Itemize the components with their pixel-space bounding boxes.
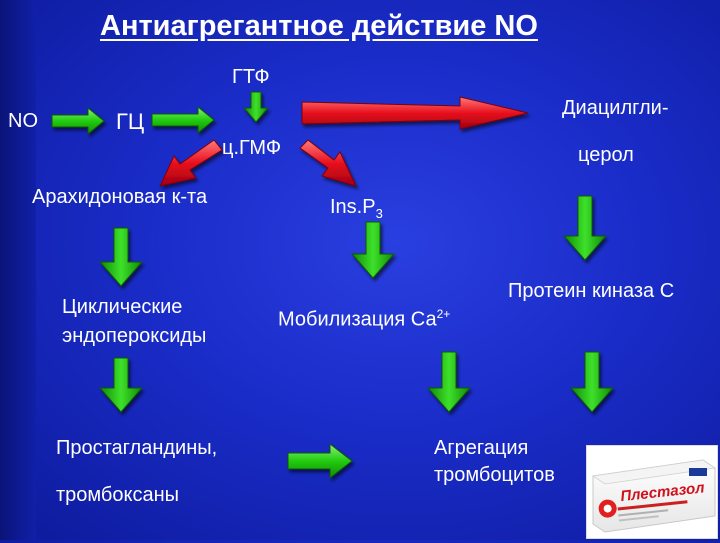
node-ip3: Ins.P3 xyxy=(330,196,383,221)
slide-title: Антиагрегантное действие NO xyxy=(100,10,538,42)
arrow-ip3-to-calcium xyxy=(350,221,396,279)
node-protein-kinase-c: Протеин киназа С xyxy=(508,280,675,302)
node-endoperoxides-line2: эндопероксиды xyxy=(62,325,207,347)
arrow-cgmp-to-arachidonic xyxy=(159,139,223,187)
node-gc: ГЦ xyxy=(116,109,145,134)
node-gtp: ГТФ xyxy=(232,66,270,88)
arrow-endoperoxides-to-prostaglandins xyxy=(98,357,144,413)
arrow-arachidonic-to-endoperoxides xyxy=(98,227,144,287)
pletal-box-graphic: Плестазол xyxy=(587,446,717,538)
drug-package-image: Плестазол xyxy=(586,445,718,539)
node-no: NO xyxy=(8,110,38,132)
node-dag-line1: Диацилгли- xyxy=(562,97,669,119)
node-aggregation-line1: Агрегация xyxy=(434,437,529,459)
left-sidebar-band xyxy=(0,0,36,540)
node-calcium-mobilization: Мобилизация Са2+ xyxy=(278,307,451,331)
arrow-prostaglandins-to-aggregation xyxy=(287,442,353,480)
node-prostaglandins-line2: тромбоксаны xyxy=(56,484,180,506)
arrow-calcium-to-aggregation xyxy=(426,351,472,413)
node-arachidonic-acid: Арахидоновая к-та xyxy=(32,186,208,208)
node-dag-line2: церол xyxy=(578,144,634,166)
arrow-gc-to-cgmp xyxy=(151,105,215,135)
node-cgmp: ц.ГМФ xyxy=(222,137,282,159)
node-aggregation-line2: тромбоцитов xyxy=(434,464,555,486)
arrow-cgmp-to-ip3 xyxy=(299,139,357,187)
node-prostaglandins-line1: Простагландины, xyxy=(56,437,218,459)
arrow-to-diacylglycerol xyxy=(301,96,529,130)
node-endoperoxides-line1: Циклические xyxy=(62,296,183,318)
arrow-pkc-to-aggregation xyxy=(569,351,615,413)
arrow-gtp-down xyxy=(242,91,270,123)
arrow-dag-to-pkc xyxy=(562,195,608,261)
arrow-no-to-gc xyxy=(51,106,105,136)
